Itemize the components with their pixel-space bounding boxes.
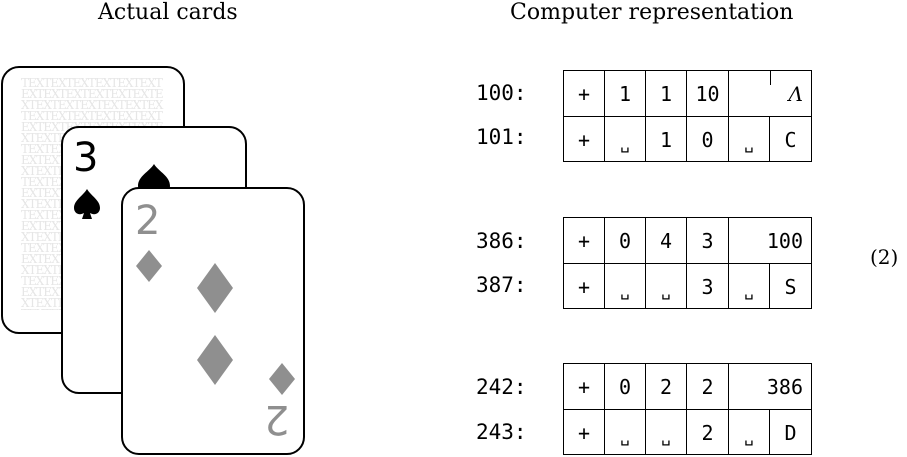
spade-icon bbox=[74, 189, 100, 219]
record-cell: S bbox=[784, 274, 797, 299]
record-cell: 2 bbox=[687, 410, 729, 455]
record-cell: 386 bbox=[766, 374, 803, 399]
record-cell: 3 bbox=[687, 218, 729, 263]
record-word-row: + ␣ 1 0 ␣ C bbox=[564, 116, 811, 162]
actual-cards-heading: Actual cards bbox=[98, 0, 238, 25]
memory-address: 386: bbox=[476, 229, 527, 253]
record-cell: 3 bbox=[687, 264, 729, 309]
card-two-of-diamonds: 2 2 bbox=[121, 187, 305, 455]
record-cell: + bbox=[564, 364, 605, 409]
record-cell: ␣ bbox=[729, 264, 770, 309]
field-divider bbox=[770, 71, 771, 85]
computer-representation-heading: Computer representation bbox=[510, 0, 794, 25]
record-cell: ␣ bbox=[605, 264, 646, 309]
memory-address: 387: bbox=[476, 273, 527, 297]
record-cell: 0 bbox=[605, 364, 646, 409]
record-cell: + bbox=[564, 410, 605, 455]
record-cell: 0 bbox=[687, 117, 729, 162]
diamond-icon bbox=[269, 363, 295, 395]
spade-icon bbox=[138, 164, 170, 194]
card-record: + 1 1 10 Λ + ␣ 1 0 ␣ C bbox=[563, 70, 812, 162]
record-cell: Λ bbox=[788, 81, 803, 106]
record-cell: ␣ bbox=[646, 264, 687, 309]
record-cell: 1 bbox=[605, 71, 646, 116]
diamond-icon bbox=[197, 263, 233, 313]
record-cell: 2 bbox=[646, 364, 687, 409]
record-cell: 2 bbox=[687, 364, 729, 409]
card-rank-two: 2 bbox=[135, 198, 161, 244]
record-cell: 4 bbox=[646, 218, 687, 263]
record-cell: ␣ bbox=[646, 410, 687, 455]
record-cell: 1 bbox=[646, 71, 687, 116]
equation-number: (2) bbox=[870, 245, 899, 269]
record-cell: ␣ bbox=[605, 410, 646, 455]
record-cell: ␣ bbox=[605, 117, 646, 162]
record-word-row: + ␣ ␣ 3 ␣ S bbox=[564, 263, 811, 309]
card-record: + 0 4 3 100 + ␣ ␣ 3 ␣ S bbox=[563, 217, 812, 309]
card-record: + 0 2 2 386 + ␣ ␣ 2 ␣ D bbox=[563, 363, 812, 455]
diamond-icon bbox=[136, 250, 162, 282]
memory-address: 100: bbox=[476, 81, 527, 105]
record-cell: D bbox=[784, 420, 797, 445]
record-cell: + bbox=[564, 218, 605, 263]
record-word-row: + ␣ ␣ 2 ␣ D bbox=[564, 409, 811, 455]
record-cell: 0 bbox=[605, 218, 646, 263]
memory-address: 243: bbox=[476, 420, 527, 444]
record-cell: ␣ bbox=[729, 117, 770, 162]
card-rank-three: 3 bbox=[73, 135, 99, 181]
record-cell: 10 bbox=[687, 71, 729, 116]
record-word-row: + 0 2 2 386 bbox=[564, 364, 811, 409]
card-rank-two-inverted: 2 bbox=[263, 396, 289, 442]
record-word-row: + 1 1 10 Λ bbox=[564, 71, 811, 116]
memory-address: 242: bbox=[476, 375, 527, 399]
record-cell: + bbox=[564, 117, 605, 162]
record-cell: ␣ bbox=[729, 410, 770, 455]
record-word-row: + 0 4 3 100 bbox=[564, 218, 811, 263]
record-cell: 1 bbox=[646, 117, 687, 162]
memory-address: 101: bbox=[476, 125, 527, 149]
record-cell: C bbox=[784, 127, 797, 152]
record-cell: + bbox=[564, 264, 605, 309]
diamond-icon bbox=[197, 335, 233, 385]
record-cell: + bbox=[564, 71, 605, 116]
record-cell: 100 bbox=[766, 228, 803, 253]
